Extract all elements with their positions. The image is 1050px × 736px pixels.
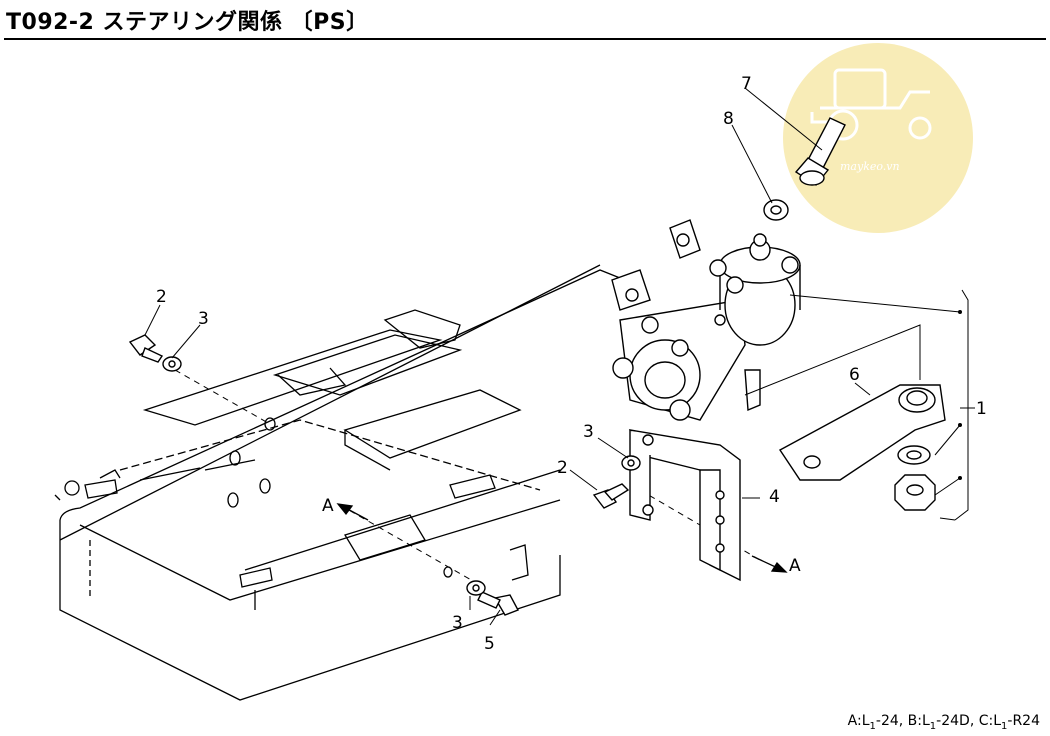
pitman-arm	[778, 384, 946, 481]
callout-7: 7	[741, 74, 752, 94]
steering-gearbox	[611, 219, 801, 421]
page-title: T092-2 ステアリング関係 〔PS〕	[6, 10, 369, 35]
label-arrow-a-left: A	[322, 496, 334, 516]
tractor-frame	[54, 264, 621, 701]
label-arrow-a-right: A	[789, 556, 801, 576]
watermark-text: maykeo.vn	[840, 160, 900, 173]
leader-dots	[958, 310, 962, 480]
callout-3-middle: 3	[583, 422, 594, 442]
title-underline	[4, 38, 1046, 40]
callout-8: 8	[723, 109, 734, 129]
shaft-collar	[763, 199, 789, 221]
callout-2-left: 2	[156, 287, 167, 307]
view-arrow-a-left	[336, 503, 369, 521]
steering-shaft	[794, 117, 846, 186]
view-arrow-a-right	[751, 555, 788, 573]
watermark-logo: maykeo.vn	[783, 43, 973, 233]
callout-1: 1	[976, 399, 987, 419]
callout-6: 6	[849, 365, 860, 385]
callout-2-middle: 2	[557, 458, 568, 478]
bolts	[128, 334, 641, 616]
mounting-bracket	[628, 429, 741, 582]
callout-4: 4	[769, 487, 780, 507]
washer-and-nut	[894, 445, 936, 511]
callout-3-bottom: 3	[452, 613, 463, 633]
callout-3-left: 3	[198, 309, 209, 329]
callout-5: 5	[484, 634, 495, 654]
leader-lines	[144, 87, 975, 626]
model-footnote: A:L1-24, B:L1-24D, C:L1-R24	[847, 713, 1040, 732]
